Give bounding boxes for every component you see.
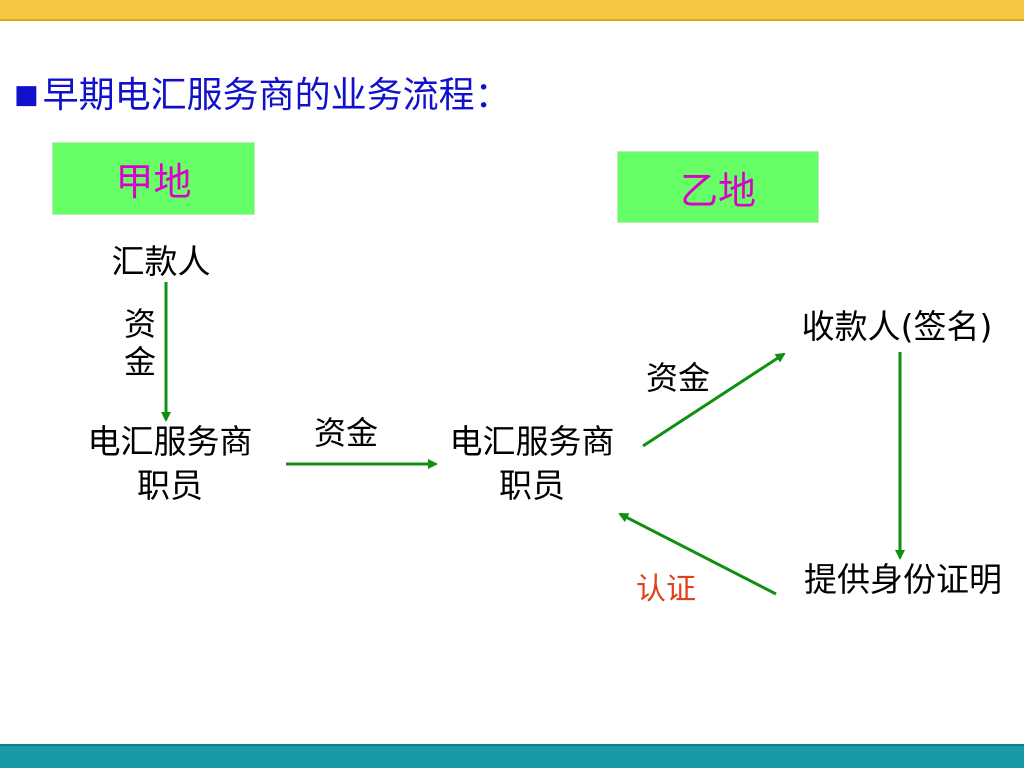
bottom-decor-bar (0, 744, 1024, 768)
location-b-box: 乙地 (617, 151, 819, 223)
node-id-proof: 提供身份证明 (804, 560, 1002, 599)
node-agent-b-line1: 电汇服务商 (449, 422, 615, 461)
edge-label-remitter-to-agent-a: 资金 (123, 305, 156, 381)
location-a-label: 甲地 (115, 160, 192, 204)
slide-title: ■早期电汇服务商的业务流程： (14, 66, 511, 118)
node-agent-a-line2: 职员 (137, 466, 203, 505)
slide-title-text: 早期电汇服务商的业务流程： (42, 75, 511, 116)
edge-label-agent-a-to-agent-b: 资金 (314, 414, 379, 452)
edge-label-id-proof-to-agent-b: 认证 (636, 572, 696, 607)
node-remitter: 汇款人 (111, 242, 211, 281)
node-agent-b: 电汇服务商职员 (430, 420, 634, 508)
edge-label-agent-b-to-payee: 资金 (646, 359, 711, 397)
node-agent-a: 电汇服务商职员 (68, 420, 272, 508)
square-bullet-icon: ■ (14, 80, 39, 110)
node-payee: 收款人(签名) (801, 307, 993, 346)
node-agent-b-line2: 职员 (499, 466, 565, 505)
location-a-box: 甲地 (52, 142, 255, 215)
top-decor-bar (0, 0, 1024, 21)
node-agent-a-line1: 电汇服务商 (87, 422, 253, 461)
location-b-label: 乙地 (679, 168, 756, 213)
